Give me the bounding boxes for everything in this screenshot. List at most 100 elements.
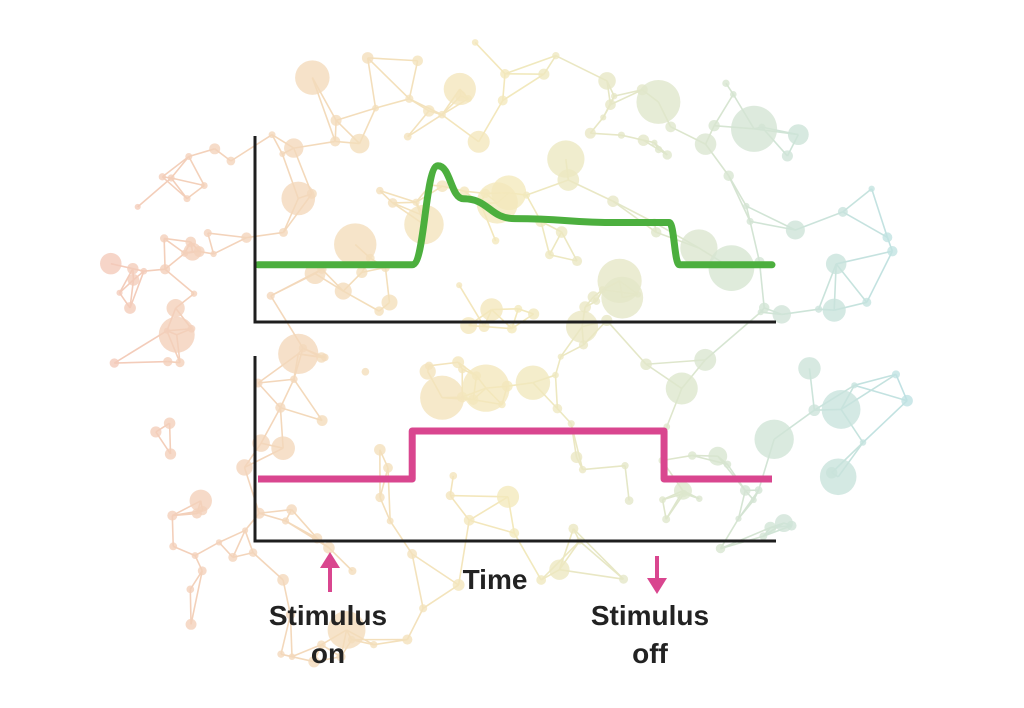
network-node — [808, 404, 821, 417]
network-node — [764, 521, 777, 534]
network-node — [708, 120, 720, 132]
network-node — [334, 223, 377, 266]
network-node — [552, 403, 563, 414]
network-node — [228, 552, 238, 562]
network-node — [284, 138, 304, 158]
network-node — [452, 579, 465, 591]
network-edge — [279, 378, 295, 408]
network-edge — [129, 270, 145, 309]
network-edge — [866, 250, 894, 303]
network-node — [680, 229, 718, 267]
network-node — [376, 186, 384, 195]
network-node — [116, 289, 123, 296]
network-node — [159, 264, 171, 275]
network-node — [621, 462, 629, 470]
network-node — [584, 127, 596, 139]
network-node — [825, 467, 838, 479]
network-node — [268, 131, 276, 139]
network-node — [286, 504, 297, 515]
network-edge — [406, 607, 424, 640]
network-node — [624, 496, 634, 505]
network-edge — [280, 614, 292, 655]
network-node — [271, 436, 295, 461]
network-node — [127, 262, 139, 275]
network-edge — [606, 319, 647, 365]
network-node — [242, 527, 249, 534]
network-node — [370, 640, 378, 649]
network-node — [567, 420, 575, 428]
network-node — [696, 495, 703, 502]
network-node — [538, 68, 550, 80]
network-edge — [218, 529, 246, 544]
network-edge — [163, 238, 166, 270]
network-node — [463, 514, 475, 526]
network-edge — [285, 520, 318, 540]
network-node — [536, 575, 547, 585]
network-edge — [554, 375, 559, 409]
response-axes — [253, 136, 776, 324]
network-node — [887, 246, 898, 257]
network-node — [241, 232, 252, 243]
network-edge — [572, 528, 625, 580]
network-node — [190, 290, 198, 297]
network-node — [694, 133, 717, 155]
network-node — [160, 234, 169, 243]
network-node — [183, 195, 191, 203]
network-node — [167, 510, 178, 521]
network-node — [754, 419, 794, 459]
network-edge — [749, 221, 761, 262]
network-node — [650, 227, 662, 238]
network-node — [515, 365, 551, 400]
network-node — [443, 72, 476, 106]
network-edge — [411, 553, 460, 586]
network-node — [480, 298, 503, 321]
network-node — [617, 131, 625, 139]
network-edge — [468, 519, 515, 534]
network-node — [610, 92, 618, 100]
network-node — [420, 375, 465, 420]
network-node — [109, 358, 119, 368]
network-edge — [379, 467, 389, 498]
stimulus-axes — [253, 356, 776, 543]
network-node — [210, 250, 217, 258]
network-node — [424, 361, 434, 370]
network-node — [158, 316, 195, 353]
network-node — [739, 485, 751, 496]
network-node — [478, 321, 490, 332]
network-edge — [862, 400, 908, 444]
network-node — [549, 559, 570, 580]
network-node — [288, 653, 296, 660]
network-edge — [411, 553, 424, 609]
network-node — [825, 253, 847, 275]
network-edge — [610, 89, 643, 106]
network-edge — [161, 155, 190, 178]
network-node — [452, 356, 465, 369]
network-edge — [373, 638, 408, 646]
network-node — [405, 94, 414, 103]
network-node — [497, 95, 508, 106]
network-edge — [727, 175, 751, 222]
network-node — [127, 273, 140, 286]
network-node — [815, 305, 823, 313]
network-node — [281, 517, 290, 525]
network-node — [336, 652, 346, 662]
network-node — [565, 310, 599, 343]
network-node — [226, 156, 236, 166]
network-node — [438, 110, 446, 119]
network-edge — [252, 552, 284, 581]
network-node — [164, 448, 177, 460]
network-edge — [720, 526, 771, 550]
stimulus-off-label-line2: off — [632, 638, 668, 669]
network-node — [471, 39, 479, 46]
network-edge — [854, 384, 908, 402]
network-node — [859, 439, 867, 446]
network-node — [266, 291, 275, 300]
network-node — [317, 640, 326, 649]
network-edge — [367, 57, 410, 100]
network-edge — [502, 73, 545, 102]
network-edge — [379, 189, 417, 204]
network-node — [785, 220, 805, 240]
network-node — [522, 191, 531, 199]
network-node — [375, 492, 385, 503]
network-node — [607, 195, 619, 208]
